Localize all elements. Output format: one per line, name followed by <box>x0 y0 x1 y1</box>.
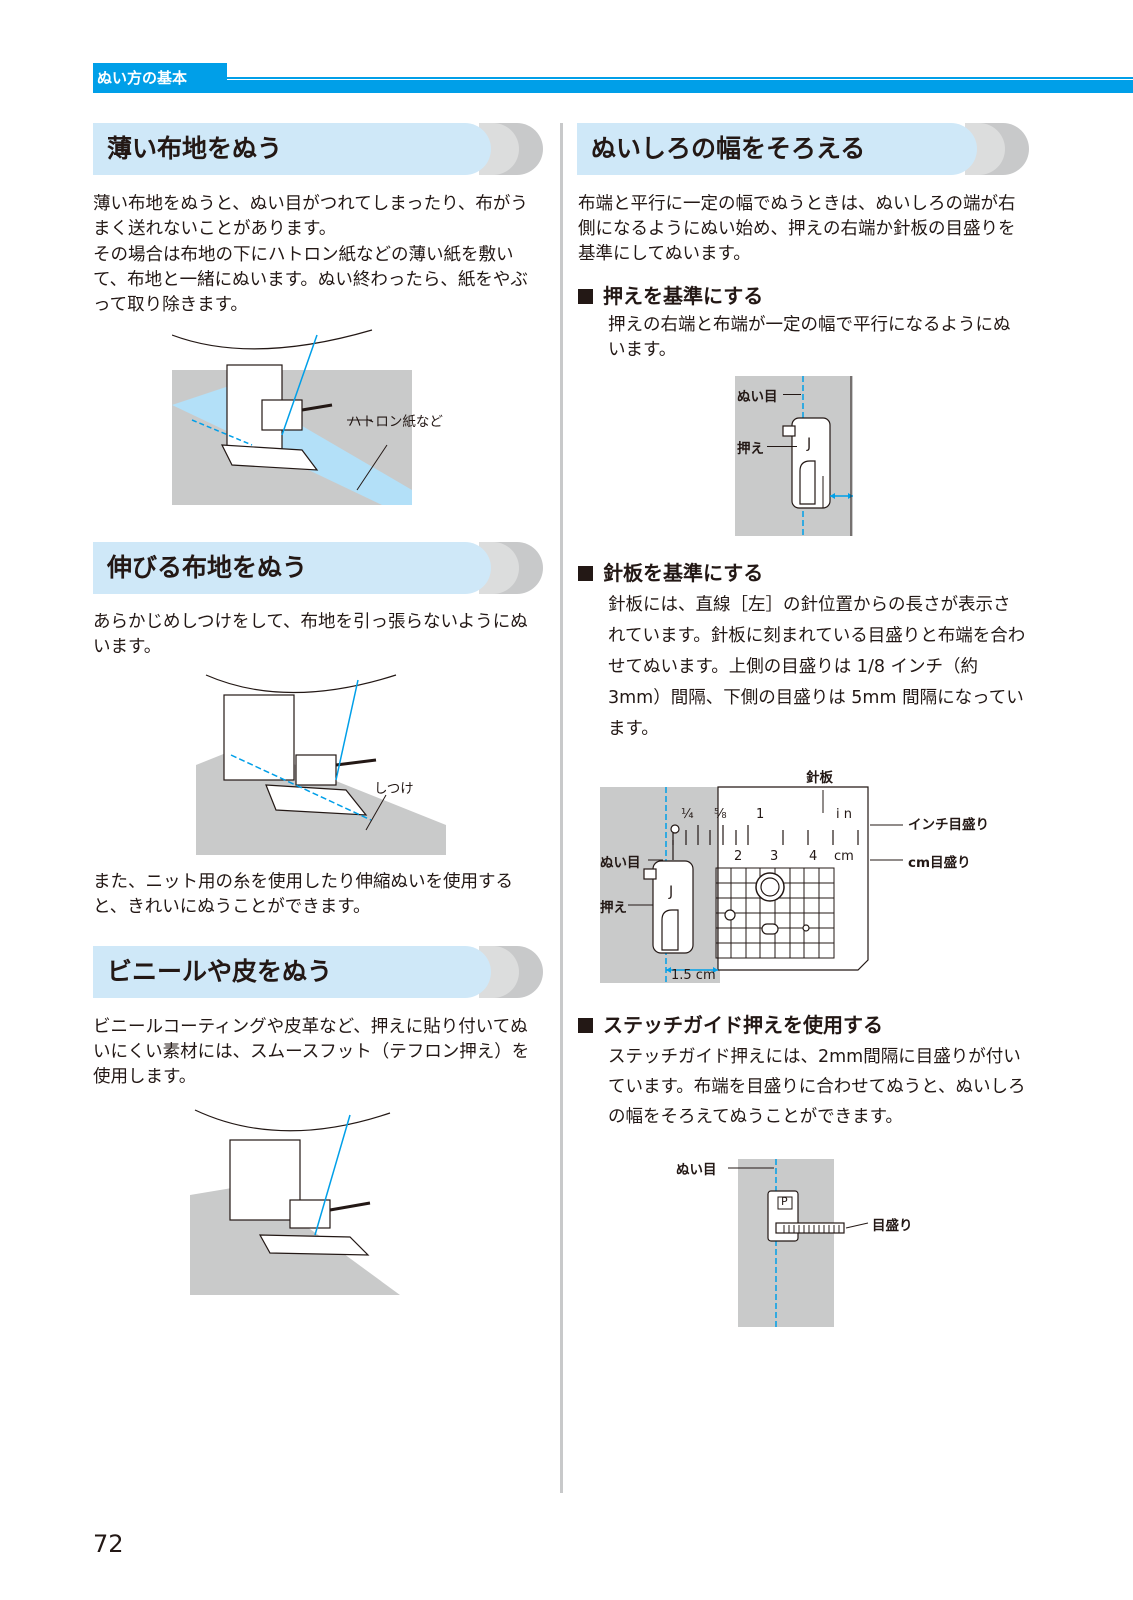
tick-label: 2 <box>734 849 743 864</box>
subheading-foot: 押えを基準にする <box>578 283 763 309</box>
label-stitch: ぬい目 <box>676 1162 717 1178</box>
section-header-bar: ぬい方の基本 <box>93 63 1133 93</box>
paragraph: その場合は布地の下にハトロン紙などの薄い紙を敷いて、布地と一緒にぬいます。ぬい終… <box>93 245 528 315</box>
tick-label: i n <box>836 807 852 822</box>
tick-label: ⅝ <box>714 807 727 822</box>
label-plate: 針板 <box>806 770 833 786</box>
label-cm-scale: cm目盛り <box>908 855 971 871</box>
needle-plate-illustration: 針板 インチ目盛り cm目盛り ぬい目 押え J 1.5 cm ¼ ⅝ 1 i … <box>598 765 1018 993</box>
heading-title: 薄い布地をぬう <box>107 134 283 163</box>
foot-letter: J <box>807 436 812 452</box>
label-foot: 押え <box>600 900 627 916</box>
tick-label: 4 <box>809 849 818 864</box>
foot-reference-illustration: ぬい目 押え J <box>735 376 867 536</box>
square-bullet-icon <box>578 566 593 581</box>
paragraph: ビニールコーティングや皮革など、押えに貼り付いてぬいにくい素材には、スムースフッ… <box>93 1017 530 1087</box>
label-scale: 目盛り <box>872 1218 913 1234</box>
header-rule <box>227 77 1133 79</box>
paragraph: 押えの右端と布端が一定の幅で平行になるようにぬいます。 <box>608 315 1011 360</box>
tick-label: 1 <box>756 807 765 822</box>
square-bullet-icon <box>578 289 593 304</box>
thin-fabric-illustration: ハトロン紙など <box>171 325 462 505</box>
stitch-guide-illustration: ぬい目 目盛り P <box>676 1155 936 1327</box>
foot-letter: J <box>669 884 674 900</box>
tick-label: 3 <box>770 849 779 864</box>
heading-title: ビニールや皮をぬう <box>107 957 333 986</box>
vinyl-leather-illustration <box>190 1105 410 1300</box>
paragraph: 布端と平行に一定の幅でぬうときは、ぬいしろの端が右側になるようにぬい始め、押えの… <box>578 194 1016 264</box>
paragraph: 針板には、直線［左］の針位置からの長さが表示されています。針板に刻まれている目盛… <box>608 595 1026 739</box>
header-band <box>227 80 1133 93</box>
stretch-fabric-illustration: しつけ <box>196 665 446 855</box>
label-foot: 押え <box>737 441 764 457</box>
heading-title: ぬいしろの幅をそろえる <box>591 134 866 163</box>
section-label: ぬい方の基本 <box>93 63 227 93</box>
label-inch-scale: インチ目盛り <box>908 817 989 833</box>
label-stitch: ぬい目 <box>600 855 641 871</box>
heading-title: 伸びる布地をぬう <box>107 553 308 582</box>
label-stitch: ぬい目 <box>737 389 778 405</box>
figure-label: ハトロン紙など <box>348 414 443 430</box>
column-divider <box>560 123 563 1493</box>
heading-seam-allowance: ぬいしろの幅をそろえる <box>577 123 1029 175</box>
heading-vinyl-leather: ビニールや皮をぬう <box>93 946 543 998</box>
subheading-plate: 針板を基準にする <box>578 560 763 586</box>
paragraph: あらかじめしつけをして、布地を引っ張らないようにぬいます。 <box>93 612 528 657</box>
foot-letter: P <box>781 1195 788 1208</box>
distance-label: 1.5 cm <box>671 968 716 983</box>
paragraph: ステッチガイド押えには、2mm間隔に目盛りが付いています。布端を目盛りに合わせて… <box>608 1047 1026 1127</box>
tick-label: ¼ <box>681 807 694 822</box>
paragraph: また、ニット用の糸を使用したり伸縮ぬいを使用すると、きれいにぬうことができます。 <box>93 872 513 917</box>
square-bullet-icon <box>578 1018 593 1033</box>
tick-label: cm <box>834 849 854 864</box>
subheading-stitch-guide: ステッチガイド押えを使用する <box>578 1012 883 1038</box>
figure-label: しつけ <box>374 781 414 797</box>
heading-stretch-fabric: 伸びる布地をぬう <box>93 542 543 594</box>
page-number: 72 <box>93 1530 124 1558</box>
heading-thin-fabric: 薄い布地をぬう <box>93 123 543 175</box>
paragraph: 薄い布地をぬうと、ぬい目がつれてしまったり、布がうまく送れないことがあります。 <box>93 194 528 239</box>
